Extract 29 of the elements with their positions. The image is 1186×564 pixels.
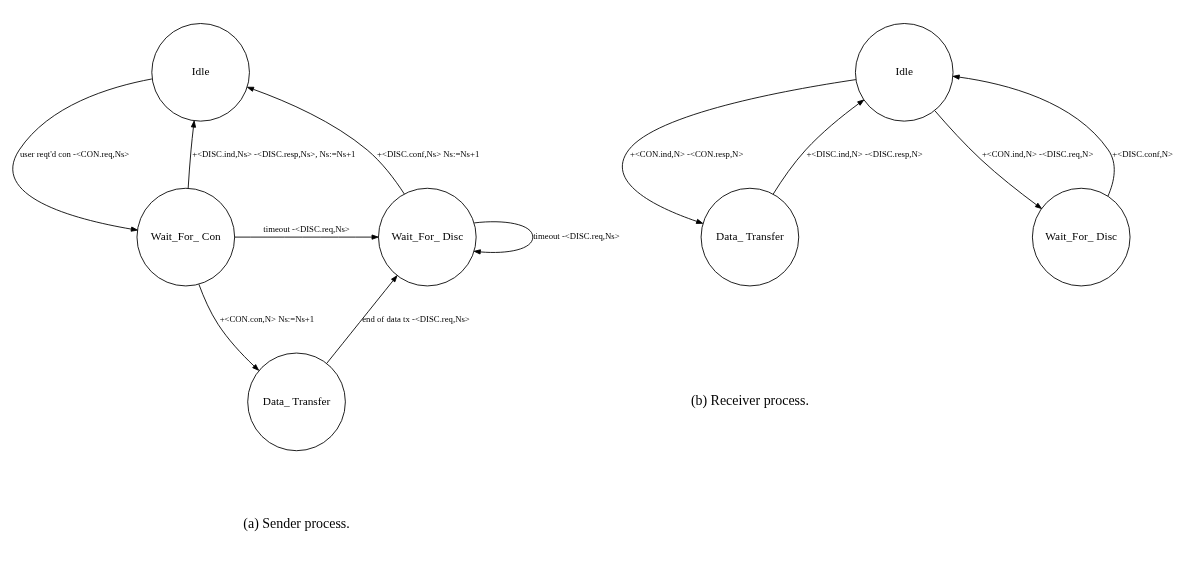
edge-label: +<CON.ind,N> -<CON.resp,N> (630, 148, 744, 159)
label: (b) Receiver process. (690, 393, 809, 409)
arrow (234, 234, 379, 240)
arrow (12, 78, 153, 232)
node-circle: Idle (151, 23, 250, 122)
edge-label: timeout -<DISC.req,Ns> (533, 231, 620, 242)
arrow (952, 74, 1115, 197)
arrow (934, 110, 1042, 209)
label: (a) Sender process. (243, 516, 350, 532)
edge-label: +<DISC.ind,Ns> -<DISC.resp,Ns>, Ns:=Ns+1 (192, 148, 356, 159)
edge-label: +<DISC.conf,N> (1112, 148, 1174, 159)
edge-label: +<CON.ind,N> -<DISC.req,N> (981, 148, 1094, 159)
node-circle: Wait_For_ Con (136, 187, 236, 287)
node-circle: Data_ Transfer (247, 352, 346, 452)
edge-label: +<CON.con,N> Ns:=Ns+1 (219, 313, 315, 324)
arrow (247, 86, 405, 195)
edge-label: +<DISC.ind,N> -<DISC.resp,N> (806, 148, 923, 159)
arrow (198, 283, 260, 371)
node-circle: Wait_For_ Disc (378, 187, 477, 287)
arrow (621, 79, 857, 224)
arrow (473, 221, 534, 255)
edge-label: user reqt'd con -<CON.req,Ns> (20, 148, 130, 159)
edge-label: end of data tx -<DISC.req,Ns> (362, 313, 470, 324)
arrow (772, 99, 865, 195)
arrow (187, 120, 196, 189)
edge-label: timeout -<DISC.req,Ns> (263, 223, 350, 234)
arrow (326, 275, 398, 364)
node-circle: Data_ Transfer (700, 187, 800, 287)
edge-label: +<DISC.conf,Ns> Ns:=Ns+1 (377, 148, 480, 159)
